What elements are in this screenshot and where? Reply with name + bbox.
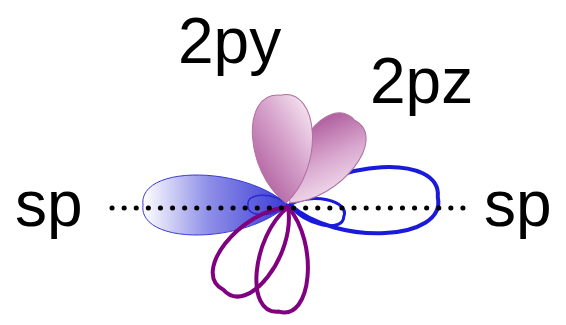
sp-lobe-filled [143, 175, 288, 235]
label-holder: sp [15, 172, 83, 236]
label-holder: sp [484, 172, 552, 236]
label-holder: 2py [178, 9, 281, 73]
p-lobe-outline [253, 205, 313, 314]
hybrid-label: sp [484, 172, 552, 236]
hybrid-label: sp [15, 172, 83, 236]
py-lobe-filled [250, 93, 316, 204]
orbital-label: 2pz [370, 49, 473, 113]
orbital-label: 2py [178, 9, 281, 73]
label-holder: 2pz [370, 49, 473, 113]
bond-axis [112, 206, 466, 211]
